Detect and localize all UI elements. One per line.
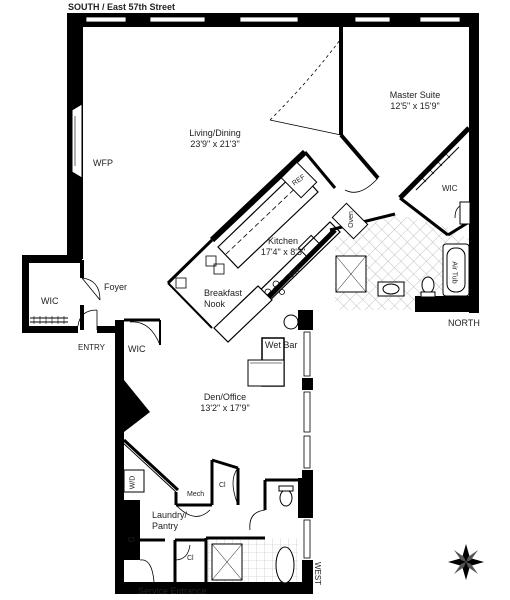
shelf-hatching xyxy=(33,151,451,324)
wfp-label: WFP xyxy=(93,158,113,168)
wic-foyer-label: WIC xyxy=(41,296,59,306)
door-swings xyxy=(77,39,466,583)
den-office-name: Den/Office xyxy=(203,392,247,402)
den-office-label: Den/Office 13'2" x 17'9" xyxy=(180,392,270,414)
oven-label: Oven xyxy=(347,211,355,228)
entry-label: ENTRY xyxy=(78,343,105,352)
top-windows xyxy=(85,16,461,23)
wd-label: W/D xyxy=(129,475,137,490)
breakfast-nook-line2: Nook xyxy=(204,299,226,309)
living-dining-size: 23'9" x 21'3" xyxy=(190,139,240,149)
laundry-pantry-line2: Pantry xyxy=(152,521,179,531)
master-suite-name: Master Suite xyxy=(389,90,441,100)
wet-bar-label: Wet Bar xyxy=(265,340,298,350)
bath-fixtures xyxy=(123,161,471,584)
laundry-pantry-label: Laundry/ Pantry xyxy=(152,510,187,532)
compass-rose-icon xyxy=(448,544,484,580)
kitchen-cabinets xyxy=(175,169,341,343)
breakfast-nook-label: Breakfast Nook xyxy=(204,288,242,310)
master-suite-label: Master Suite 12'5" x 15'9" xyxy=(370,90,460,112)
wic-den-label: WIC xyxy=(128,344,146,354)
west-windows xyxy=(303,331,311,559)
living-dining-label: Living/Dining 23'9" x 21'3" xyxy=(160,128,270,150)
master-bath-tile xyxy=(335,214,470,310)
master-suite-size: 12'5" x 15'9" xyxy=(390,101,440,111)
den-office-size: 13'2" x 17'9" xyxy=(200,403,250,413)
living-dining-name: Living/Dining xyxy=(189,128,241,138)
closet-label-2: Cl xyxy=(128,537,135,544)
orientation-west: WEST xyxy=(313,561,323,586)
orientation-south: SOUTH / East 57th Street xyxy=(68,2,176,12)
wic-master-label: WIC xyxy=(442,184,458,193)
breakfast-nook-line1: Breakfast xyxy=(204,288,243,298)
air-tub-label: Air Tub xyxy=(450,261,458,284)
kitchen-label: Kitchen 17'4" x 8'3" xyxy=(248,236,318,258)
fireplace xyxy=(71,103,83,179)
closet-label-1: Cl xyxy=(219,482,226,489)
kitchen-name: Kitchen xyxy=(267,236,299,246)
service-entrance-label: Service Entrance xyxy=(138,586,207,596)
orientation-north: NORTH xyxy=(448,318,480,328)
foyer-label: Foyer xyxy=(104,282,128,292)
closet-label-3: Cl xyxy=(187,555,194,562)
laundry-pantry-line1: Laundry/ xyxy=(152,510,188,520)
mech-label: Mech xyxy=(187,491,205,498)
kitchen-size: 17'4" x 8'3" xyxy=(260,247,306,257)
